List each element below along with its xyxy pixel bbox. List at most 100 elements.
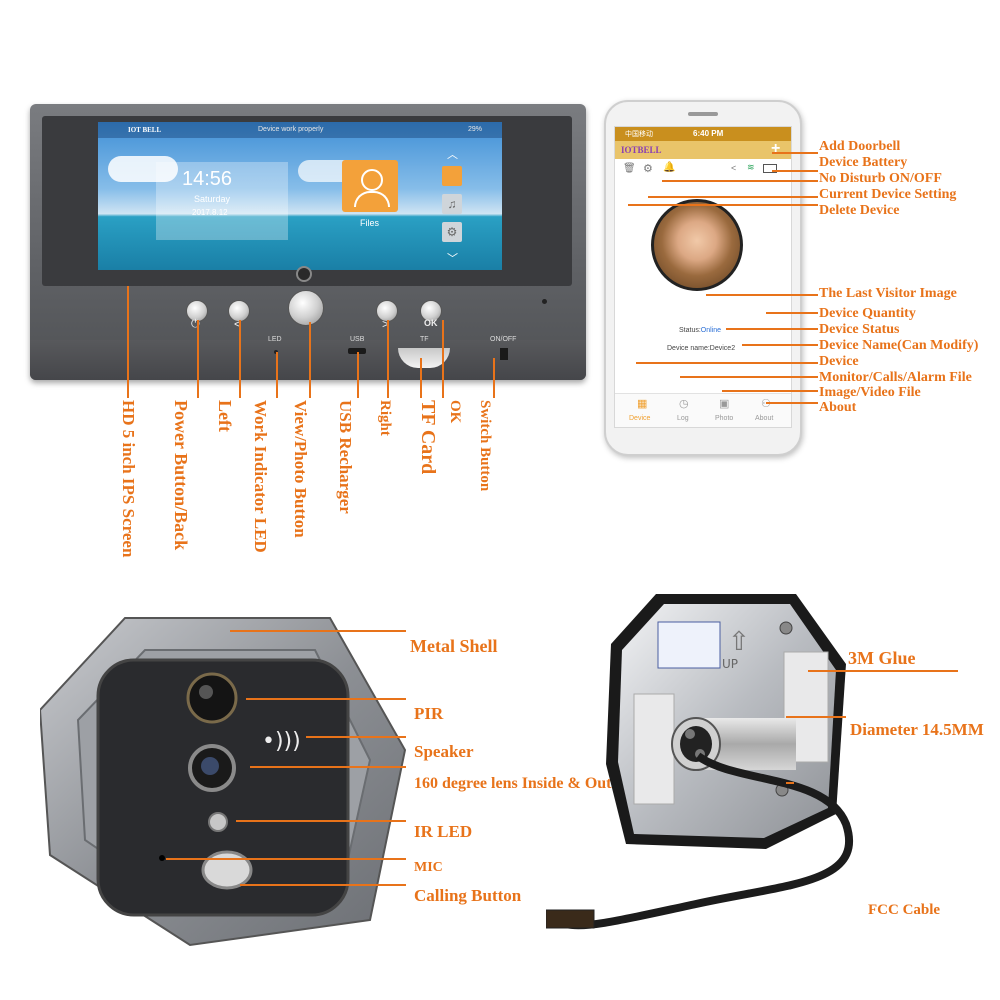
callout-leader <box>772 152 818 154</box>
log-tab-icon[interactable]: ◷ <box>679 398 689 410</box>
battery-icon <box>763 164 777 173</box>
callout-pir: PIR <box>414 704 444 723</box>
callout-leader <box>309 322 311 398</box>
screen-brand: IOT BELL <box>128 126 162 134</box>
clock-day: Saturday <box>194 194 231 204</box>
tf-card-slot[interactable] <box>398 348 450 368</box>
about-tab-icon[interactable]: ⚇ <box>761 398 771 410</box>
tab-about[interactable]: About <box>755 415 774 422</box>
status-value: Online <box>700 327 722 334</box>
music-icon[interactable]: ♫ <box>442 194 462 214</box>
outdoor-bell-front: •))) <box>40 617 407 947</box>
calling-button <box>201 850 253 890</box>
phone-statusbar <box>615 127 791 141</box>
callout-leader <box>636 362 818 364</box>
callout-leader <box>276 352 278 398</box>
share-icon[interactable]: < <box>731 163 737 173</box>
callout-leader <box>236 820 406 822</box>
up-label: UP <box>722 657 738 671</box>
callout-leader <box>766 402 818 404</box>
device-name-value: Device2 <box>709 345 736 352</box>
mic-hole <box>542 299 547 304</box>
visitor-image[interactable] <box>651 199 743 291</box>
callout-leader <box>662 180 818 182</box>
callout-diameter: Diameter 14.5MM <box>850 720 984 739</box>
phone-carrier: 中国移动 <box>625 130 653 138</box>
chevron-up-icon[interactable]: ︿ <box>447 149 458 161</box>
callout-fcc-cable: FCC Cable <box>868 902 941 918</box>
callout-leader <box>230 630 406 632</box>
tab-device[interactable]: Device <box>629 415 651 422</box>
onoff-port-label: ON/OFF <box>490 336 517 343</box>
clock-time: 14:56 <box>182 168 233 190</box>
callout-leader <box>246 698 406 700</box>
app-title: IOTBELL <box>621 145 662 155</box>
device-name-row[interactable]: Device name:Device2 <box>667 345 735 352</box>
device-tab-icon[interactable]: ▦ <box>637 398 648 410</box>
smartphone: 中国移动 6:40 PM IOTBELL + 🗑 ⚙ 🔔 < ≋ Status:… <box>604 100 802 456</box>
pir-sensor <box>186 672 238 724</box>
callout-leader <box>766 312 818 314</box>
callout-leader <box>648 196 818 198</box>
ok-button[interactable] <box>420 300 442 322</box>
callout-leader <box>357 352 359 398</box>
chevron-down-icon[interactable]: ﹀ <box>447 253 458 265</box>
callout-calling-button: Calling Button <box>414 886 522 905</box>
callout-speaker: Speaker <box>414 742 474 761</box>
callout-leader <box>197 320 199 398</box>
callout-leader <box>722 390 818 392</box>
callout-leader <box>742 344 818 346</box>
mic-hole <box>159 855 165 861</box>
callout-work-led: Work Indicator LED <box>251 400 270 553</box>
callout-leader <box>166 858 406 860</box>
callout-device: Device <box>819 354 859 369</box>
cert-label <box>657 621 721 669</box>
callout-last-visitor: The Last Visitor Image <box>819 286 957 301</box>
phone-screen: 中国移动 6:40 PM IOTBELL + 🗑 ⚙ 🔔 < ≋ Status:… <box>614 126 792 428</box>
camera-lens-glass <box>201 757 219 775</box>
wifi-icon: ≋ <box>747 162 755 172</box>
user-menu-icon[interactable] <box>442 166 462 186</box>
view-photo-button[interactable] <box>288 290 324 326</box>
settings-icon[interactable]: ⚙ <box>442 222 462 242</box>
bell-icon[interactable]: 🔔 <box>663 162 676 173</box>
switch-slider[interactable] <box>500 348 508 360</box>
device-name-label: Device name: <box>667 345 710 352</box>
left-glyph: < <box>234 317 242 331</box>
callout-device-name: Device Name(Can Modify) <box>819 338 979 353</box>
ok-glyph: OK <box>424 318 438 328</box>
callout-about: About <box>819 400 857 415</box>
callout-delete-device: Delete Device <box>819 203 900 218</box>
tab-photo[interactable]: Photo <box>715 415 734 422</box>
trash-icon[interactable]: 🗑 <box>623 163 636 174</box>
gear-icon[interactable]: ⚙ <box>643 163 653 175</box>
monitor-screen: IOT BELL Device work properly 29% 14:56 … <box>98 122 502 270</box>
pir-highlight <box>199 685 213 699</box>
files-tile[interactable] <box>342 160 398 212</box>
callout-leader <box>808 670 958 672</box>
callout-no-disturb: No Disturb ON/OFF <box>819 171 942 186</box>
front-camera-icon <box>296 266 312 282</box>
callout-leader <box>127 286 129 398</box>
tf-port-label: TF <box>420 336 429 343</box>
monitor-lower-edge <box>30 340 586 380</box>
callout-monitor-calls: Monitor/Calls/Alarm File <box>819 370 972 385</box>
screw-icon <box>779 621 793 635</box>
photo-tab-icon[interactable]: ▣ <box>719 398 730 410</box>
callout-device-setting: Current Device Setting <box>819 187 957 202</box>
fcc-cable <box>565 752 853 930</box>
callout-leader <box>680 376 818 378</box>
usb-port <box>348 348 366 354</box>
callout-leader <box>387 320 389 398</box>
add-doorbell-icon[interactable]: + <box>771 140 781 157</box>
callout-add-doorbell: Add Doorbell <box>819 139 901 154</box>
callout-leader <box>726 328 818 330</box>
person-icon-body <box>354 191 390 207</box>
callout-left: Left <box>215 400 235 432</box>
led-port-label: LED <box>268 336 282 343</box>
callout-device-quantity: Device Quantity <box>819 306 916 321</box>
callout-mic: MIC <box>414 860 443 875</box>
tab-log[interactable]: Log <box>677 415 689 422</box>
phone-tabbar <box>615 393 791 427</box>
up-arrow-icon: ⇧ <box>728 627 750 657</box>
